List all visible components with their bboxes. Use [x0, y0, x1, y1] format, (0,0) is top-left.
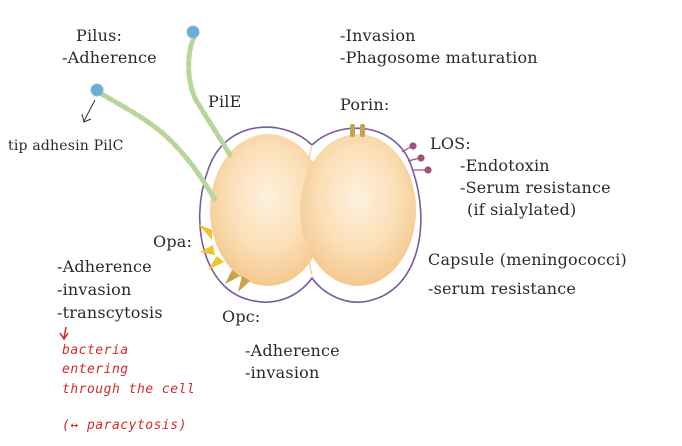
- opc-invasion: -invasion: [245, 363, 320, 382]
- handwritten-note-line-3: through the cell: [62, 382, 196, 397]
- tip-adhesin-label: tip adhesin PilC: [8, 138, 124, 154]
- handwritten-note-line-1: bacteria: [62, 343, 129, 358]
- opa-adherence: -Adherence: [57, 257, 152, 276]
- los-serum-resistance: -Serum resistance: [460, 178, 611, 197]
- porin-marker: [350, 124, 365, 137]
- pilus-strand-lower: [90, 83, 218, 203]
- capsule-title: Capsule (meningococci): [428, 250, 627, 269]
- capsule-serum-resistance: -serum resistance: [428, 279, 577, 298]
- los-if-sialylated: (if sialylated): [467, 200, 577, 219]
- pile-label: PilE: [208, 92, 242, 111]
- porin-label: Porin:: [340, 95, 390, 114]
- opa-title: Opa:: [153, 232, 193, 251]
- handwritten-note-line-2: entering: [62, 362, 129, 377]
- diplococcus-body: [210, 134, 416, 286]
- opc-adherence: -Adherence: [245, 341, 340, 360]
- opa-invasion: -invasion: [57, 280, 132, 299]
- los-endotoxin: -Endotoxin: [460, 156, 550, 175]
- pilus-adherence: -Adherence: [62, 48, 157, 67]
- tip-adhesin-arrow: [81, 99, 96, 123]
- opa-transcytosis: -transcytosis: [57, 303, 163, 322]
- invasion-label: -Invasion: [340, 26, 416, 45]
- handwritten-note-line-4: (↔ paracytosis): [62, 418, 187, 433]
- opc-spikes: [225, 270, 250, 292]
- opc-title: Opc:: [222, 307, 261, 326]
- opa-spikes: [198, 224, 224, 270]
- phagosome-label: -Phagosome maturation: [340, 48, 538, 67]
- pilus-strand-upper: [186, 25, 233, 158]
- los-markers: [401, 142, 432, 174]
- los-title: LOS:: [430, 134, 471, 153]
- handwritten-arrow: [59, 326, 69, 341]
- pilus-title: Pilus:: [76, 26, 123, 45]
